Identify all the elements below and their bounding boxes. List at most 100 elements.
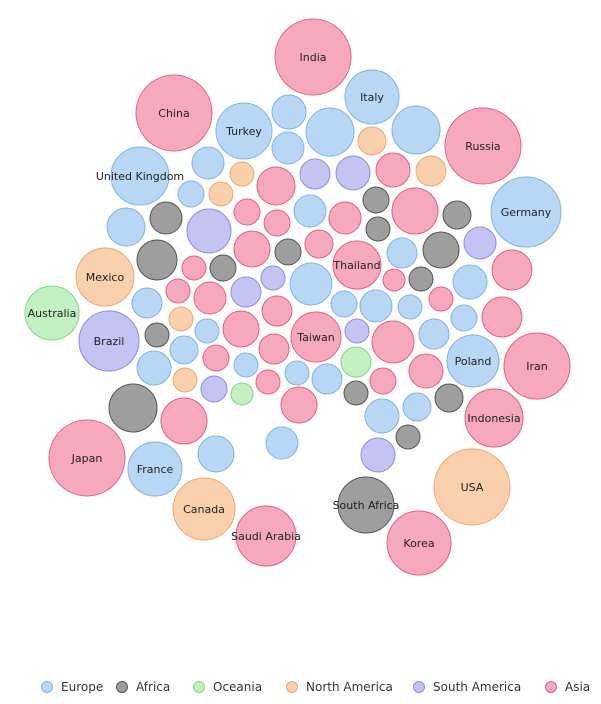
bubble-north-america-8[interactable] — [172, 367, 198, 393]
bubble-africa-8[interactable] — [442, 200, 472, 230]
bubble-south-america-4[interactable] — [463, 226, 497, 260]
bubble-italy[interactable] — [344, 69, 400, 125]
bubble-south-america-9[interactable] — [360, 437, 396, 473]
bubble-north-america-3[interactable] — [357, 126, 387, 156]
bubble-asia-32[interactable] — [369, 367, 397, 395]
bubble-europe-20[interactable] — [397, 294, 423, 320]
bubble-africa-13[interactable] — [434, 383, 464, 413]
bubble-south-america-6[interactable] — [260, 265, 286, 291]
bubble-europe-10[interactable] — [191, 146, 225, 180]
bubble-south-america-1[interactable] — [299, 158, 331, 190]
bubble-europe-26[interactable] — [233, 352, 259, 378]
bubble-poland[interactable] — [446, 334, 500, 388]
bubble-europe-31[interactable] — [197, 435, 235, 473]
bubble-africa-1[interactable] — [149, 201, 183, 235]
bubble-asia-31[interactable] — [255, 369, 281, 395]
bubble-asia-13[interactable] — [233, 198, 261, 226]
bubble-united-kingdom[interactable] — [110, 146, 170, 206]
bubble-japan[interactable] — [48, 419, 126, 497]
bubble-africa-12[interactable] — [343, 380, 369, 406]
bubble-europe-9[interactable] — [271, 131, 305, 165]
bubble-europe-11[interactable] — [177, 180, 205, 208]
bubble-north-america-6[interactable] — [208, 181, 234, 207]
bubble-africa-3[interactable] — [209, 254, 237, 282]
legend-item-asia[interactable]: Asia — [545, 680, 590, 694]
bubble-europe-30[interactable] — [402, 392, 432, 422]
bubble-asia-18[interactable] — [491, 249, 533, 291]
bubble-asia-15[interactable] — [328, 201, 362, 235]
bubble-china[interactable] — [135, 74, 213, 152]
bubble-europe-27[interactable] — [284, 360, 310, 386]
bubble-korea[interactable] — [386, 510, 452, 576]
bubble-europe-23[interactable] — [418, 318, 450, 350]
bubble-asia-23[interactable] — [261, 295, 293, 327]
bubble-asia-27[interactable] — [371, 320, 415, 364]
bubble-europe-7[interactable] — [305, 107, 355, 157]
bubble-europe-21[interactable] — [450, 304, 478, 332]
bubble-europe-17[interactable] — [131, 287, 163, 319]
legend-item-north-america[interactable]: North America — [286, 680, 393, 694]
bubble-europe-14[interactable] — [386, 237, 418, 269]
bubble-asia-24[interactable] — [428, 286, 454, 312]
bubble-europe-28[interactable] — [311, 363, 343, 395]
bubble-asia-17[interactable] — [233, 230, 271, 268]
bubble-asia-19[interactable] — [382, 268, 406, 292]
legend-item-south-america[interactable]: South America — [413, 680, 521, 694]
bubble-asia-20[interactable] — [181, 255, 207, 281]
bubble-north-america-7[interactable] — [168, 306, 194, 332]
bubble-brazil[interactable] — [78, 310, 140, 372]
bubble-africa-4[interactable] — [274, 238, 302, 266]
bubble-oceania-2[interactable] — [230, 382, 254, 406]
bubble-thailand[interactable] — [332, 240, 382, 290]
bubble-germany[interactable] — [490, 176, 562, 248]
bubble-africa-10[interactable] — [144, 322, 170, 348]
bubble-asia-21[interactable] — [165, 278, 191, 304]
bubble-asia-11[interactable] — [256, 166, 296, 206]
bubble-asia-28[interactable] — [258, 333, 290, 365]
bubble-south-america-5[interactable] — [230, 276, 262, 308]
bubble-south-africa[interactable] — [337, 476, 395, 534]
bubble-north-america-4[interactable] — [415, 155, 447, 187]
bubble-asia-29[interactable] — [202, 344, 230, 372]
bubble-india[interactable] — [274, 18, 352, 96]
bubble-europe-32[interactable] — [265, 426, 299, 460]
bubble-mexico[interactable] — [75, 247, 135, 307]
bubble-australia[interactable] — [24, 285, 80, 341]
bubble-asia-33[interactable] — [280, 386, 318, 424]
legend-item-europe[interactable]: Europe — [41, 680, 103, 694]
bubble-asia-14[interactable] — [263, 209, 291, 237]
bubble-asia-25[interactable] — [481, 296, 523, 338]
bubble-africa-9[interactable] — [408, 266, 434, 292]
bubble-asia-10[interactable] — [375, 152, 411, 188]
bubble-africa-11[interactable] — [108, 383, 158, 433]
bubble-europe-15[interactable] — [452, 264, 488, 300]
bubble-north-america-5[interactable] — [229, 161, 255, 187]
bubble-asia-34[interactable] — [160, 397, 208, 445]
bubble-canada[interactable] — [172, 477, 236, 541]
bubble-europe-24[interactable] — [169, 335, 199, 365]
bubble-taiwan[interactable] — [290, 311, 342, 363]
bubble-africa-7[interactable] — [422, 231, 460, 269]
bubble-europe-12[interactable] — [293, 194, 327, 228]
bubble-iran[interactable] — [503, 332, 571, 400]
bubble-europe-6[interactable] — [271, 94, 307, 130]
bubble-turkey[interactable] — [215, 102, 273, 160]
bubble-europe-25[interactable] — [136, 350, 172, 386]
bubble-russia[interactable] — [444, 107, 522, 185]
bubble-south-america-2[interactable] — [335, 155, 371, 191]
bubble-europe-29[interactable] — [364, 398, 400, 434]
bubble-asia-22[interactable] — [193, 281, 227, 315]
bubble-africa-2[interactable] — [136, 239, 178, 281]
bubble-africa-5[interactable] — [362, 186, 390, 214]
bubble-south-america-7[interactable] — [344, 318, 370, 344]
bubble-saudi-arabia[interactable] — [235, 505, 297, 567]
bubble-europe-18[interactable] — [359, 289, 393, 323]
legend-item-africa[interactable]: Africa — [116, 680, 170, 694]
bubble-africa-14[interactable] — [395, 424, 421, 450]
bubble-indonesia[interactable] — [464, 388, 524, 448]
bubble-usa[interactable] — [433, 448, 511, 526]
bubble-south-america-3[interactable] — [186, 208, 232, 254]
bubble-europe-19[interactable] — [330, 290, 358, 318]
bubble-asia-12[interactable] — [391, 187, 439, 235]
bubble-oceania-1[interactable] — [340, 346, 372, 378]
